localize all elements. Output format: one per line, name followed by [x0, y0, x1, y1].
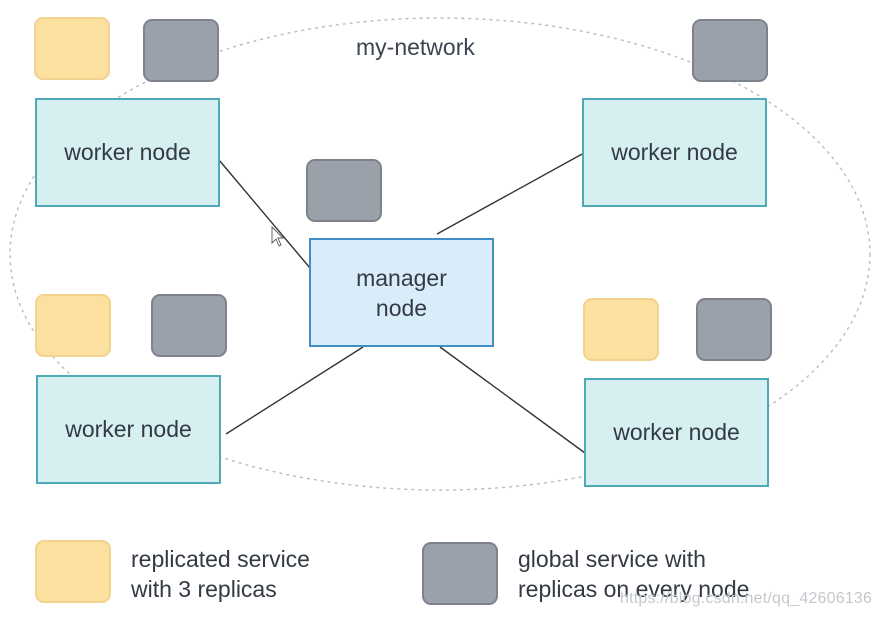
- legend-replicated-text: replicated service with 3 replicas: [131, 544, 310, 604]
- worker-node-label: worker node: [64, 139, 191, 165]
- link-manager-worker-top-left: [218, 159, 311, 269]
- link-manager-worker-top-right: [436, 152, 585, 235]
- legend-global-swatch: [422, 542, 498, 605]
- legend-replicated-line2: with 3 replicas: [131, 576, 277, 602]
- manager-node: manager node: [309, 238, 494, 347]
- worker-node-bottom-left: worker node: [36, 375, 221, 484]
- network-boundary: [9, 17, 871, 491]
- worker-node-top-right: worker node: [582, 98, 767, 207]
- link-manager-worker-bottom-left: [225, 346, 364, 435]
- mouse-pointer-icon: [271, 225, 285, 247]
- link-manager-worker-bottom-right: [439, 346, 586, 454]
- worker-node-bottom-right: worker node: [584, 378, 769, 487]
- global-task-bottom-right: [696, 298, 772, 361]
- manager-node-label-line2: node: [375, 294, 428, 321]
- network-label: my-network: [356, 34, 475, 60]
- legend-replicated-line1: replicated service: [131, 546, 310, 572]
- legend-global-line2: replicas on every node: [518, 576, 750, 602]
- global-task-bottom-left: [151, 294, 227, 357]
- legend-replicated-swatch: [35, 540, 111, 603]
- replicated-task-bottom-left: [35, 294, 111, 357]
- replicated-task-bottom-right: [583, 298, 659, 361]
- worker-node-label: worker node: [65, 416, 192, 442]
- worker-node-label: worker node: [613, 419, 740, 445]
- global-task-top-left: [143, 19, 219, 82]
- replicated-task-top-left: [34, 17, 110, 80]
- legend-global-line1: global service with: [518, 546, 706, 572]
- watermark: https://blog.csdn.net/qq_42606136: [620, 590, 872, 607]
- global-task-manager: [306, 159, 382, 222]
- worker-node-top-left: worker node: [35, 98, 220, 207]
- global-task-top-right: [692, 19, 768, 82]
- legend-global-text: global service with replicas on every no…: [518, 544, 749, 604]
- manager-node-label-line1: manager: [356, 264, 447, 291]
- worker-node-label: worker node: [611, 139, 738, 165]
